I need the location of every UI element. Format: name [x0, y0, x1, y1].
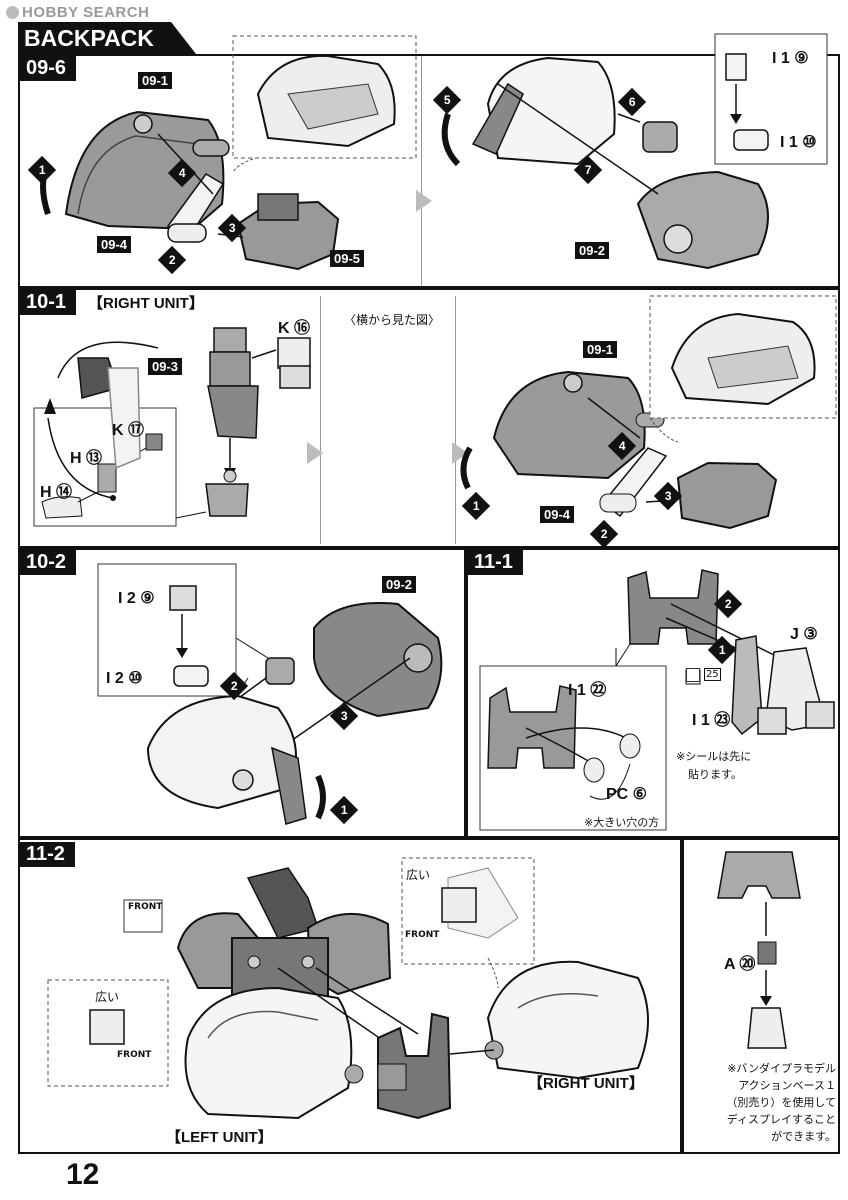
right-unit-label: 【RIGHT UNIT】 — [528, 1075, 644, 1092]
part-label-h13: H ⑬ — [70, 450, 103, 467]
page-number: 12 — [66, 1158, 100, 1191]
part-label-k17: K ⑰ — [112, 422, 145, 439]
arrow-right-icon — [452, 442, 468, 464]
part-tag-09-4: 09-4 — [97, 236, 132, 253]
sticker-note: 貼ります。 — [688, 768, 742, 781]
sticker-icon — [686, 668, 700, 682]
panel-10-2 — [18, 548, 466, 838]
front-label: FRONT — [405, 930, 440, 940]
arrow-right-icon — [416, 190, 432, 212]
arrow-right-icon — [307, 442, 323, 464]
part-tag-09-1: 09-1 — [583, 341, 618, 358]
panel-11-1 — [466, 548, 840, 838]
part-label-i1-9: I 1 ⑨ — [772, 50, 809, 67]
panel-09-6 — [18, 54, 840, 288]
step-header-11-2: 11-2 — [20, 842, 75, 867]
unit-label: 【RIGHT UNIT】 — [88, 295, 204, 312]
illustration-display — [717, 851, 801, 1049]
sticker-note: ※シールは先に — [676, 750, 752, 763]
panel-display — [682, 838, 840, 1154]
display-note: ※バンダイプラモデル アクションベース１ （別売り）を使用して ディスプレイする… — [726, 1062, 836, 1143]
step-header-11-1: 11-1 — [468, 550, 523, 575]
wide-label: 広い — [406, 868, 431, 882]
page-title: BACKPACK — [18, 22, 196, 54]
wide-label: 広い — [95, 990, 120, 1004]
part-tag-09-3: 09-3 — [148, 358, 183, 375]
part-label-a20: A ⑳ — [724, 956, 756, 973]
part-tag-09-4: 09-4 — [540, 506, 575, 523]
part-label-i1-10: I 1 ⑩ — [780, 134, 817, 151]
divider — [455, 296, 456, 544]
part-label-h14: H ⑭ — [40, 484, 73, 501]
part-label-i1-22: I 1 ㉒ — [568, 682, 607, 699]
illustration-11-1 — [479, 569, 835, 831]
illustration-10-1 — [33, 295, 837, 530]
divider — [421, 56, 422, 286]
step-header-09-6: 09-6 — [20, 56, 77, 81]
part-label-i2-9: I 2 ⑨ — [118, 590, 155, 607]
part-label-pc6: PC ⑥ — [606, 786, 648, 803]
step-header-10-2: 10-2 — [20, 550, 77, 575]
part-tag-09-1: 09-1 — [138, 72, 173, 89]
part-label-j3: J ③ — [790, 626, 818, 643]
watermark: HOBBY SEARCH — [6, 4, 149, 21]
front-label: FRONT — [117, 1050, 152, 1060]
panel-10-1 — [18, 288, 840, 548]
illustration-10-2 — [97, 563, 443, 825]
part-label-i2-10: I 2 ⑩ — [106, 670, 143, 687]
part-label-i1-23: I 1 ㉓ — [692, 712, 731, 729]
left-unit-label: 【LEFT UNIT】 — [166, 1129, 273, 1146]
divider — [320, 296, 321, 544]
part-tag-09-2: 09-2 — [575, 242, 610, 259]
sticker-number: 25 — [704, 668, 721, 681]
illustration-11-2 — [47, 857, 649, 1120]
part-label-k16: K ⑯ — [278, 320, 311, 337]
part-tag-09-5: 09-5 — [330, 250, 365, 267]
logo-icon — [6, 6, 19, 19]
hole-note: ※大きい穴の方 — [584, 816, 660, 829]
panel-11-2 — [18, 838, 682, 1154]
front-label: FRONT — [128, 902, 163, 912]
step-header-10-1: 10-1 — [20, 290, 77, 315]
part-tag-09-2: 09-2 — [382, 576, 417, 593]
view-note: 〈横から見た図〉 — [344, 313, 441, 327]
illustration-09-6 — [40, 33, 828, 271]
